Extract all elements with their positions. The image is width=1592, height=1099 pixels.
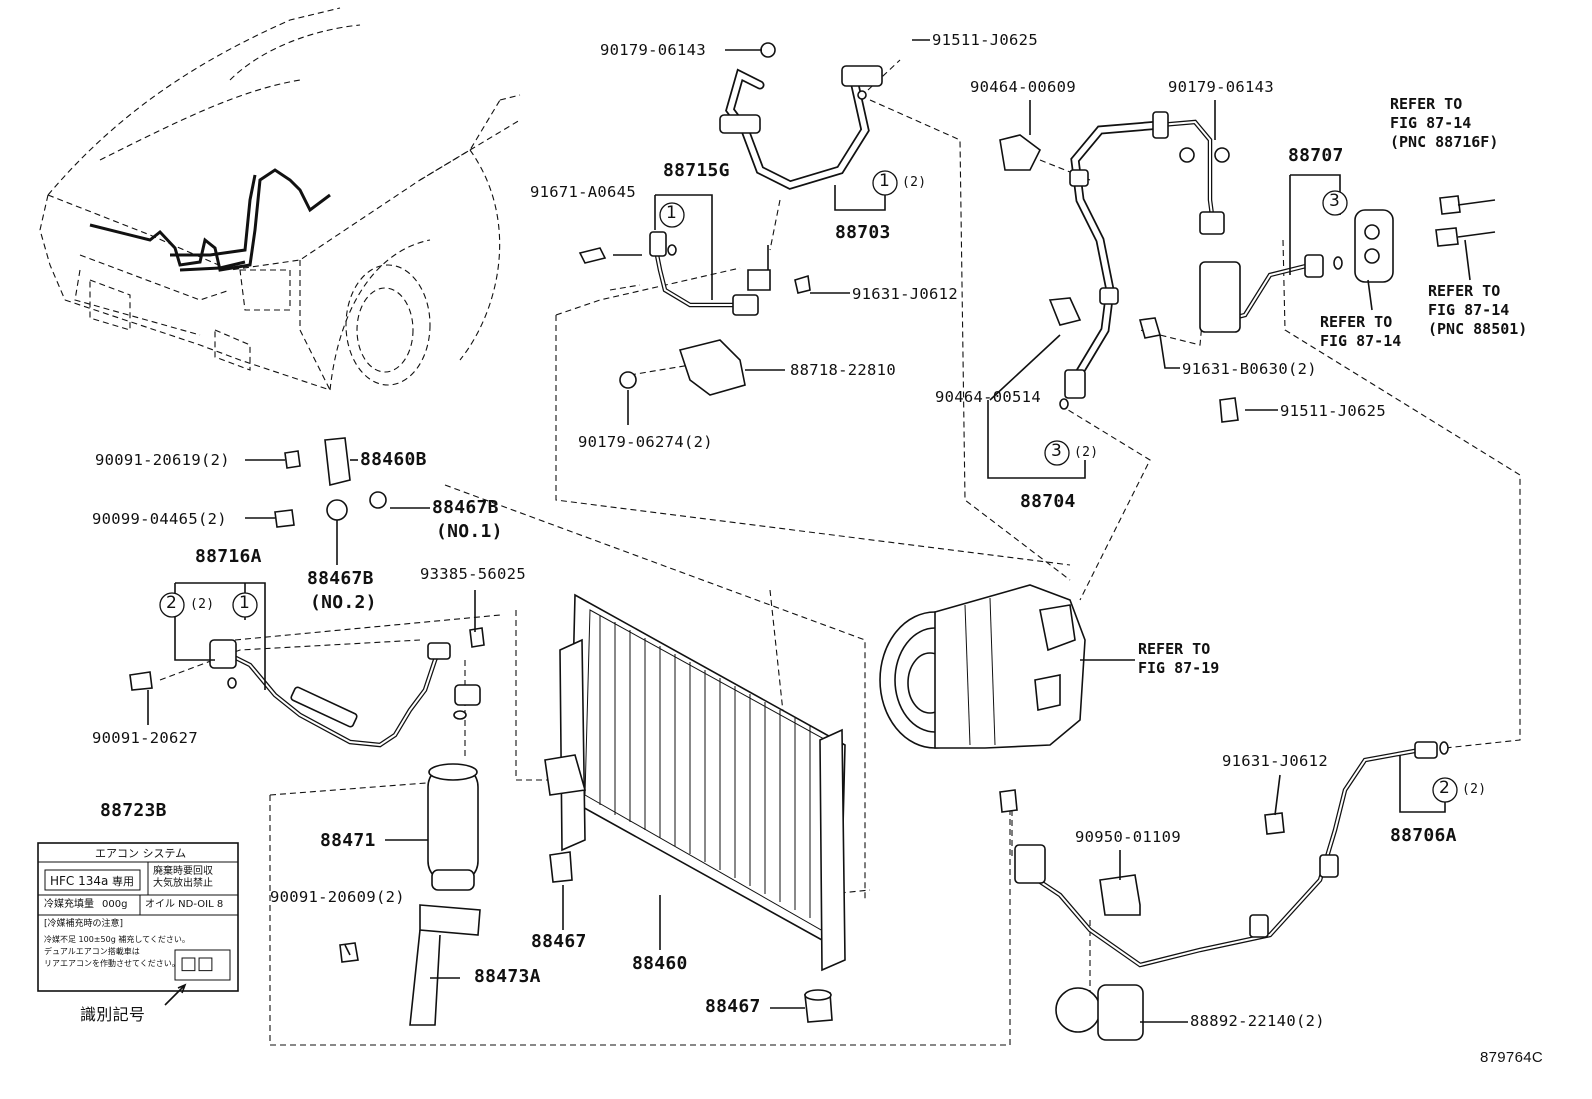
part-label[interactable]: 90091-20619(2) — [95, 451, 230, 469]
part-label[interactable]: 93385-56025 — [420, 565, 526, 583]
part-label[interactable]: 88704 — [1020, 491, 1076, 512]
label-card-header: エアコン システム — [95, 847, 187, 860]
hose-88703 — [719, 42, 883, 190]
label-card-id-boxes: □□ — [180, 953, 215, 974]
part-label[interactable]: 88716A — [195, 546, 262, 567]
part-label[interactable]: 90464-00609 — [970, 78, 1076, 96]
hose-88704 — [999, 111, 1230, 410]
circle-quantity: (2) — [1462, 782, 1487, 797]
part-label[interactable]: 91511-J0625 — [932, 31, 1038, 49]
label-card-oil: オイル ND-OIL 8 — [145, 899, 224, 910]
part-label[interactable]: 91631-B0630(2) — [1182, 360, 1317, 378]
circle-quantity: (2) — [902, 175, 927, 190]
label-card-outline — [37, 842, 239, 1006]
pipe-88716a — [129, 437, 485, 748]
label-card-refrigerant: HFC 134a — [50, 874, 109, 888]
part-label[interactable]: 91511-J0625 — [1280, 402, 1386, 420]
refer-to-note[interactable]: REFER TO FIG 87-14 (PNC 88716F) — [1390, 95, 1499, 151]
circle-number: 3 — [1329, 191, 1341, 211]
label-card-id-label: 識別記号 — [80, 1005, 146, 1024]
circle-number: 1 — [666, 203, 678, 223]
label-card-warning: 廃棄時要回収 大気放出禁止 — [153, 866, 213, 889]
leader-lines — [147, 39, 1471, 1023]
part-label[interactable]: 91631-J0612 — [1222, 752, 1328, 770]
circle-quantity: (2) — [190, 597, 215, 612]
condenser-fins — [599, 615, 811, 918]
part-label[interactable]: 88467 — [705, 996, 761, 1017]
compressor — [879, 584, 1086, 749]
refer-to-note[interactable]: REFER TO FIG 87-19 — [1138, 640, 1220, 677]
part-label[interactable]: 88723B — [100, 800, 167, 821]
part-number-note: (NO.2) — [310, 592, 377, 613]
circle-number: 2 — [1439, 778, 1451, 798]
part-label[interactable]: 88703 — [835, 222, 891, 243]
part-label[interactable]: 90179-06274(2) — [578, 433, 713, 451]
part-label[interactable]: 88718-22810 — [790, 361, 896, 379]
pipe-88707 — [1138, 195, 1496, 423]
label-card-dedicated: 専用 — [112, 875, 134, 888]
label-card-fill-amount: 冷媒充填量 — [44, 899, 94, 910]
circle-number: 1 — [239, 593, 251, 613]
part-label[interactable]: 88467B — [307, 568, 374, 589]
part-label[interactable]: 88473A — [474, 966, 541, 987]
part-label[interactable]: 88467B — [432, 497, 499, 518]
part-label[interactable]: 88892-22140(2) — [1190, 1012, 1325, 1030]
pipe-88706a — [999, 741, 1449, 1041]
label-card-fill-value: 000g — [102, 899, 128, 910]
part-label[interactable]: 88460B — [360, 449, 427, 470]
part-label[interactable]: 90179-06143 — [1168, 78, 1274, 96]
refer-to-note[interactable]: REFER TO FIG 87-14 — [1320, 313, 1402, 350]
label-card-note-title: [冷媒補充時の注意] — [44, 919, 124, 929]
condenser-88460 — [544, 593, 846, 1023]
vehicle-outline — [39, 7, 521, 391]
refer-to-note[interactable]: REFER TO FIG 87-14 (PNC 88501) — [1428, 282, 1528, 338]
part-label[interactable]: 90091-20609(2) — [270, 888, 405, 906]
part-label[interactable]: 88471 — [320, 830, 376, 851]
circle-number: 3 — [1051, 441, 1063, 461]
part-label[interactable]: 88467 — [531, 931, 587, 952]
part-label[interactable]: 91671-A0645 — [530, 183, 636, 201]
part-label[interactable]: 88715G — [663, 160, 730, 181]
label-card-note-body: 冷媒不足 100±50g 補充してください。 デュアルエアコン搭載車は リアエア… — [44, 935, 190, 968]
circle-number: 2 — [166, 593, 178, 613]
part-label[interactable]: 88460 — [632, 953, 688, 974]
part-label[interactable]: 88706A — [1390, 825, 1457, 846]
part-number-note: (NO.1) — [436, 521, 503, 542]
reference-circles — [159, 170, 1458, 803]
receiver-88471 — [339, 763, 481, 1026]
pipe-88715g — [578, 231, 811, 396]
part-label[interactable]: 90179-06143 — [600, 41, 706, 59]
part-label[interactable]: 91631-J0612 — [852, 285, 958, 303]
circle-quantity: (2) — [1074, 445, 1099, 460]
part-label[interactable]: 88707 — [1288, 145, 1344, 166]
part-label[interactable]: 90091-20627 — [92, 729, 198, 747]
diagram-id: 879764C — [1480, 1049, 1543, 1066]
part-label[interactable]: 90950-01109 — [1075, 828, 1181, 846]
part-label[interactable]: 90099-04465(2) — [92, 510, 227, 528]
part-label[interactable]: 90464-00514 — [935, 388, 1041, 406]
circle-number: 1 — [879, 171, 891, 191]
